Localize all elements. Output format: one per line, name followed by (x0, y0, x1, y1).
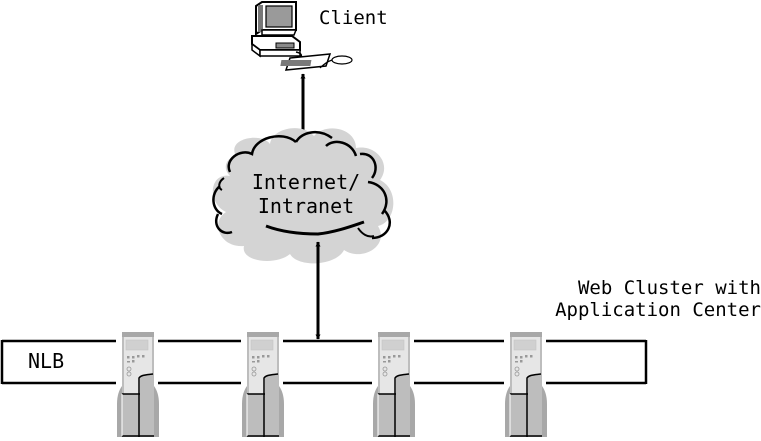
cluster-label-line1: Web Cluster with (577, 277, 761, 299)
cloud-icon (212, 128, 394, 264)
network-label-line2: Intranet (257, 194, 355, 218)
cluster-label: Web Cluster with Application Center (530, 277, 761, 321)
nlb-bus (0, 339, 648, 385)
tower-server-icon (505, 332, 547, 437)
network-label-line1: Internet/ (251, 170, 361, 194)
tower-server-icon (117, 332, 159, 437)
tower-server-icon (242, 332, 284, 437)
network-label: Internet/ Intranet (238, 170, 374, 218)
tower-server-icon (373, 332, 415, 437)
cluster-label-line2: Application Center (555, 299, 761, 321)
desktop-computer-icon (251, 1, 353, 71)
client-label: Client (319, 7, 388, 29)
nlb-label: NLB (28, 349, 65, 373)
